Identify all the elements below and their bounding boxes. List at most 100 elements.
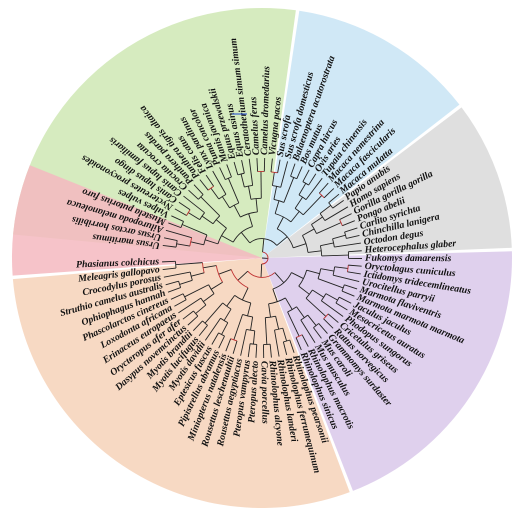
branch	[256, 158, 259, 172]
branch	[212, 170, 227, 195]
branch	[262, 238, 265, 253]
branch	[305, 297, 327, 317]
branch-arc	[247, 270, 276, 278]
branch	[165, 280, 179, 286]
branch	[232, 340, 238, 354]
branch	[302, 169, 310, 182]
branch-arc	[202, 320, 208, 326]
branch	[201, 215, 214, 225]
branch-arc	[230, 269, 249, 289]
branch	[240, 329, 247, 356]
branch	[248, 158, 254, 186]
clade-wedge-blue	[262, 10, 460, 259]
branch	[247, 343, 251, 358]
branch	[302, 195, 323, 216]
branch-arc	[180, 221, 184, 228]
branch	[318, 323, 328, 334]
branch	[274, 200, 280, 214]
branch-arc	[182, 293, 187, 300]
branch-arc	[218, 332, 225, 337]
branch	[328, 193, 340, 204]
branch	[320, 242, 334, 247]
branch	[272, 288, 278, 302]
branch	[270, 158, 273, 172]
branch-arc	[217, 227, 227, 245]
branch	[324, 206, 349, 221]
branch	[271, 172, 275, 186]
branch	[163, 237, 178, 241]
branch	[190, 241, 204, 246]
branch	[171, 215, 184, 222]
branch	[269, 344, 272, 358]
branch-arc	[317, 268, 322, 279]
branch-arc	[225, 176, 232, 181]
branch	[223, 308, 232, 321]
branch	[312, 289, 324, 298]
branch	[316, 222, 342, 235]
branch	[341, 290, 355, 297]
branch	[293, 243, 307, 249]
branch	[204, 318, 221, 341]
branch	[285, 297, 293, 310]
tip-label: Cavia porcellus	[258, 361, 270, 424]
branch	[268, 303, 271, 318]
branch-arc	[175, 240, 178, 248]
branch	[290, 211, 300, 223]
branch	[273, 186, 278, 200]
branch	[327, 313, 339, 323]
branch	[294, 196, 303, 209]
branch	[280, 161, 289, 188]
branch	[163, 271, 191, 278]
branch	[276, 216, 284, 230]
branch	[339, 213, 352, 220]
branch	[335, 302, 348, 311]
branch	[219, 167, 226, 180]
branch	[289, 339, 295, 353]
branch	[199, 179, 209, 191]
branch	[240, 173, 245, 188]
branch	[275, 316, 280, 330]
branch	[167, 287, 181, 293]
branch	[348, 264, 362, 267]
branch	[321, 254, 349, 257]
branch-arc	[175, 261, 177, 269]
branch	[221, 235, 234, 243]
branch	[248, 213, 253, 227]
branch	[321, 300, 344, 317]
branch	[291, 272, 304, 279]
tip-label: Pteropus alecto	[246, 360, 261, 423]
branch	[308, 173, 317, 186]
branch	[325, 293, 338, 301]
branch-arc	[319, 245, 323, 256]
branch-arc	[232, 226, 253, 243]
branch	[183, 195, 205, 214]
branch	[241, 287, 249, 301]
branch	[252, 330, 256, 345]
branch	[332, 234, 346, 240]
branch	[188, 189, 199, 200]
branch	[227, 178, 240, 204]
branch	[250, 316, 254, 331]
branch	[318, 182, 329, 194]
branch	[203, 265, 217, 269]
branch	[277, 159, 281, 173]
branch	[226, 164, 232, 178]
branch	[174, 299, 187, 307]
branch	[210, 187, 220, 200]
branch	[182, 310, 194, 320]
branch-arc	[229, 202, 239, 209]
branch	[162, 267, 177, 271]
branch-arc	[295, 334, 303, 339]
branch	[296, 166, 303, 179]
branch	[346, 235, 360, 239]
tip-label: Phasianus colchicus	[76, 256, 160, 270]
branch	[302, 228, 315, 236]
branch	[193, 184, 204, 195]
branch	[210, 281, 223, 290]
branch	[301, 334, 309, 347]
branch	[162, 260, 176, 263]
branch-arc	[272, 272, 292, 290]
branch	[211, 332, 219, 345]
branch-arc	[273, 199, 285, 203]
branch	[170, 293, 184, 300]
